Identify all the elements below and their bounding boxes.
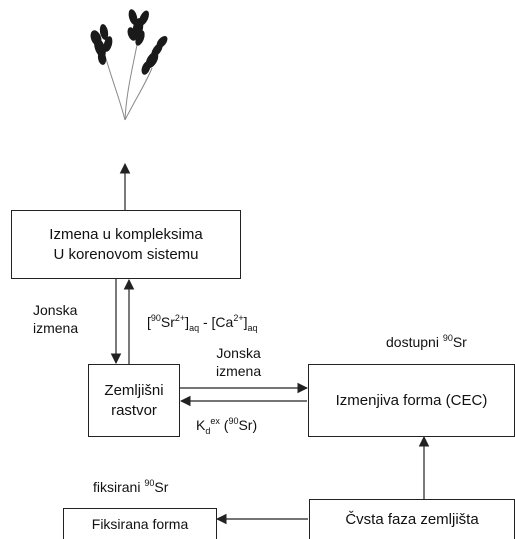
fixed-sr-label: fiksirani 90Sr [93,478,169,496]
solid-box-label: Čvsta faza zemljišta [345,510,479,528]
solid-phase-box: Čvsta faza zemljišta [309,499,515,539]
ion-exchange-label-left: Jonska izmena [33,302,79,336]
ion-exchange-label-mid: Jonska izmena [216,345,262,379]
available-sr-label: dostupni 90Sr [386,333,467,351]
activity-ratio-label: [90Sr2+]aq - [Ca2+]aq [147,313,258,333]
kd-label: Kdex (90Sr) [196,416,258,436]
fixed-box-label: Fiksirana forma [91,516,189,532]
root-exchange-box: Izmena u kompleksima U korenovom sistemu [11,210,241,279]
root-box-line1: Izmena u kompleksima [49,225,203,243]
root-box-line2: U korenovom sistemu [53,245,199,263]
cec-box-label: Izmenjiva forma (CEC) [335,391,488,409]
exchangeable-form-box: Izmenjiva forma (CEC) [308,364,515,437]
solution-box-line1: Zemljišni [104,381,164,399]
solution-box-line2: rastvor [111,401,157,419]
fixed-form-box: Fiksirana forma [63,508,217,539]
soil-solution-box: Zemljišni rastvor [88,364,180,437]
